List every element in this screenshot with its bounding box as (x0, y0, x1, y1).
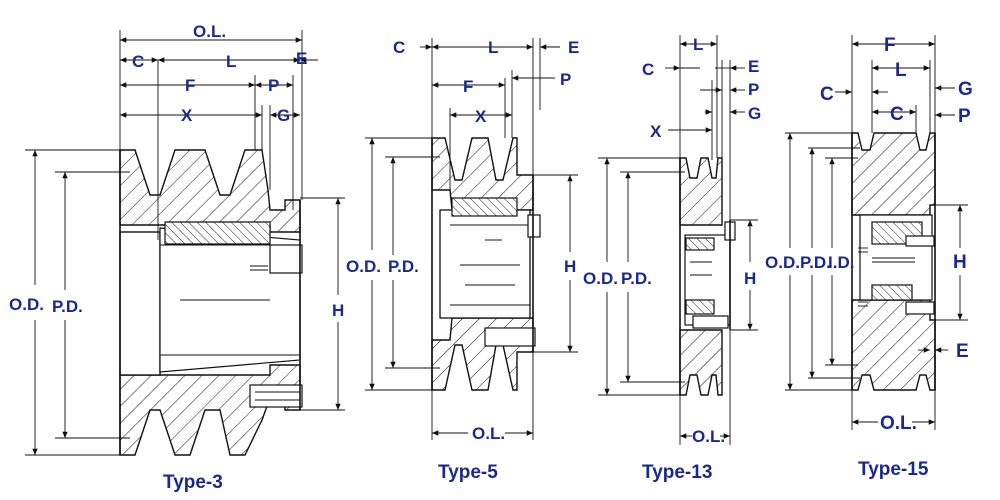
type3-x-label: X (181, 106, 193, 125)
type15-id-label: I.D. (828, 253, 854, 272)
type15-h-label: H (953, 252, 967, 273)
type15-p-label: P (958, 106, 971, 127)
type3-top-section (119, 149, 301, 233)
type15-g-label: G (958, 79, 973, 100)
type15-c-inner-label: C (890, 104, 904, 125)
type13-drawing: L C E P G X O.D. P.D. H O.L. Type-13 (583, 35, 761, 483)
type3-f-label: F (185, 76, 195, 95)
type13-p-label: P (748, 80, 759, 99)
type15-bolt-top (905, 235, 935, 247)
type15-c-outer-label: C (820, 84, 834, 105)
type5-e-label: E (568, 38, 579, 57)
type5-top-section (431, 137, 534, 211)
type3-bolt-bottom (249, 384, 303, 408)
type13-pd-label: P.D. (621, 269, 652, 288)
type15-e-label: E (956, 341, 969, 362)
type15-drawing: F C L G C P O.D. P.D. I.D. H E O.L. Type… (765, 35, 973, 480)
type15-bushing-bottom (871, 284, 913, 301)
type5-key (527, 214, 541, 238)
type3-pd-label: P.D. (52, 297, 83, 316)
type15-title: Type-15 (858, 459, 929, 480)
type3-bore (119, 231, 161, 376)
type5-ol-label: O.L. (472, 424, 505, 443)
type15-bottom-section (851, 299, 936, 391)
type3-bushing-top (164, 221, 271, 245)
type5-l-label: L (488, 38, 498, 57)
type15-bolt-bottom (905, 301, 935, 315)
type5-pd-label: P.D. (388, 257, 419, 276)
type13-bushing-top (685, 237, 715, 251)
type3-bottom-section (119, 364, 301, 456)
type5-c-label: C (393, 38, 405, 57)
type5-f-label: F (463, 77, 473, 96)
type5-title: Type-5 (438, 462, 498, 483)
type3-od-label: O.D. (9, 295, 44, 314)
type3-e-label: E (296, 49, 307, 68)
type13-bolt (692, 315, 729, 329)
type3-h-label: H (332, 301, 344, 320)
type5-bolt (484, 327, 536, 347)
type13-bottom-section (679, 329, 723, 396)
type3-drawing: O.L. C L E F P X G O.D. P.D. H Type-3 (9, 22, 345, 493)
type3-title: Type-3 (163, 472, 223, 493)
type15-pd-label: P.D. (800, 253, 831, 272)
type3-g-label: G (277, 106, 290, 125)
type3-ol-label: O.L. (193, 22, 226, 41)
type15-f-label: F (884, 35, 896, 56)
type3-bolt-top (269, 244, 303, 274)
type13-h-label: H (744, 269, 756, 288)
type5-h-label: H (564, 257, 576, 276)
type13-x-label: X (650, 122, 662, 141)
type5-drawing: C L E F P X O.D. P.D. H O.L. Type-5 (346, 38, 579, 483)
type13-top-section (679, 157, 723, 226)
type5-bushing-top (451, 197, 518, 217)
type5-x-label: X (475, 107, 487, 126)
type13-od-label: O.D. (583, 269, 618, 288)
type15-od-label: O.D. (765, 253, 800, 272)
type15-l-label: L (895, 60, 907, 81)
type13-title: Type-13 (642, 462, 712, 483)
type3-c-label: C (132, 52, 144, 71)
type15-ol-label: O.L. (880, 413, 917, 434)
type13-e-label: E (748, 57, 759, 76)
type3-p-label: P (268, 76, 279, 95)
type13-bushing-bottom (685, 299, 715, 315)
type3-l-label: L (226, 52, 236, 71)
type5-p-label: P (560, 70, 571, 89)
type13-g-label: G (748, 104, 761, 123)
type5-bore (439, 209, 531, 319)
type15-top-section (851, 132, 936, 216)
type13-ol-label: O.L. (692, 427, 725, 446)
type5-od-label: O.D. (346, 257, 381, 276)
type13-c-label: C (642, 60, 654, 79)
type13-l-label: L (693, 35, 703, 54)
